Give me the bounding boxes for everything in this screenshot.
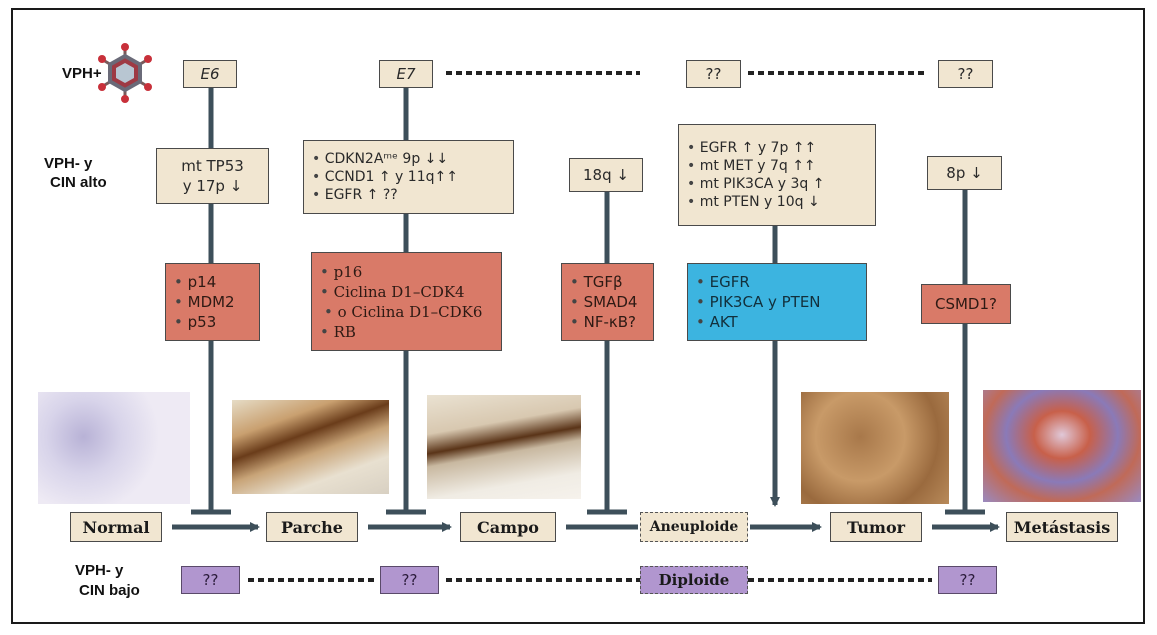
unknown-bottom-box-3: ?? [938,566,997,594]
virus-icon [98,43,152,103]
ccnd1-item: CCND1 ↑ y 11q↑↑ [312,168,458,186]
p16-item: p16 [320,262,363,282]
vph-neg-high-label-2: CIN alto [50,174,107,191]
vph-neg-low-label-1: VPH- y [75,562,124,579]
18q-alteration-box: 18q ↓ [569,158,643,192]
tp53-alteration-box: mt TP53 y 17p ↓ [156,148,269,204]
8p-alteration-box: 8p ↓ [927,156,1002,190]
unknown-top-box-2: ?? [938,60,993,88]
mdm2-item: MDM2 [174,292,235,312]
stage-normal: Normal [70,512,162,542]
normal-histology-image [38,392,190,504]
rb-item: RB [320,322,356,342]
unknown-top-box-1: ?? [686,60,741,88]
diploide-box: Diploide [640,566,748,594]
tp53-line-1: mt TP53 [181,157,244,175]
met-7q-item: mt MET y 7q ↑↑ [687,157,816,175]
field-histology-image [427,395,581,499]
egfr-pathway-box: EGFR PIK3CA y PTEN AKT [687,263,867,341]
egfr-7p-item: EGFR ↑ y 7p ↑↑ [687,139,817,157]
stage-aneuploide: Aneuploide [640,512,748,542]
tgf-pathway-box: TGFβ SMAD4 NF-κB? [561,263,654,341]
vph-neg-low-label-2: CIN bajo [79,582,140,599]
cyclin-d1-cdk6-item: o Ciclina D1–CDK6 [320,302,483,322]
akt-item: AKT [696,312,738,332]
vph-positive-label: VPH+ [62,65,102,82]
e6-box: E6 [183,60,237,88]
patch-histology-image [232,400,389,494]
metastasis-histology-image [983,390,1141,502]
pten-10q-item: mt PTEN y 10q ↓ [687,193,820,211]
stage-campo: Campo [460,512,556,542]
tumor-histology-image [801,392,949,504]
pik3ca-3q-item: mt PIK3CA y 3q ↑ [687,175,825,193]
egfr-unknown-item: EGFR ↑ ?? [312,186,398,204]
pik3ca-pten-item: PIK3CA y PTEN [696,292,821,312]
egfr-item: EGFR [696,272,750,292]
cyclin-d1-cdk4-item: Ciclina D1–CDK4 [320,282,465,302]
nfkb-item: NF-κB? [570,312,636,332]
smad4-item: SMAD4 [570,292,638,312]
tgfb-item: TGFβ [570,272,623,292]
csmd1-box: CSMD1? [921,284,1011,324]
tp53-line-2: y 17p ↓ [182,177,243,195]
stage-metastasis: Metástasis [1006,512,1118,542]
unknown-bottom-box-2: ?? [380,566,439,594]
cdkn2a-alteration-box: CDKN2Aᵐᵉ 9p ↓↓ CCND1 ↑ y 11q↑↑ EGFR ↑ ?? [303,140,514,214]
cdkn2a-item: CDKN2Aᵐᵉ 9p ↓↓ [312,150,448,168]
p14-item: p14 [174,272,217,292]
vph-neg-high-label-1: VPH- y [44,155,93,172]
e7-box: E7 [379,60,433,88]
p53-item: p53 [174,312,217,332]
rb-pathway-box: p16 Ciclina D1–CDK4 o Ciclina D1–CDK6 RB [311,252,502,351]
unknown-bottom-box-1: ?? [181,566,240,594]
egfr-alteration-box: EGFR ↑ y 7p ↑↑ mt MET y 7q ↑↑ mt PIK3CA … [678,124,876,226]
stage-parche: Parche [266,512,358,542]
stage-tumor: Tumor [830,512,922,542]
p53-pathway-box: p14 MDM2 p53 [165,263,260,341]
